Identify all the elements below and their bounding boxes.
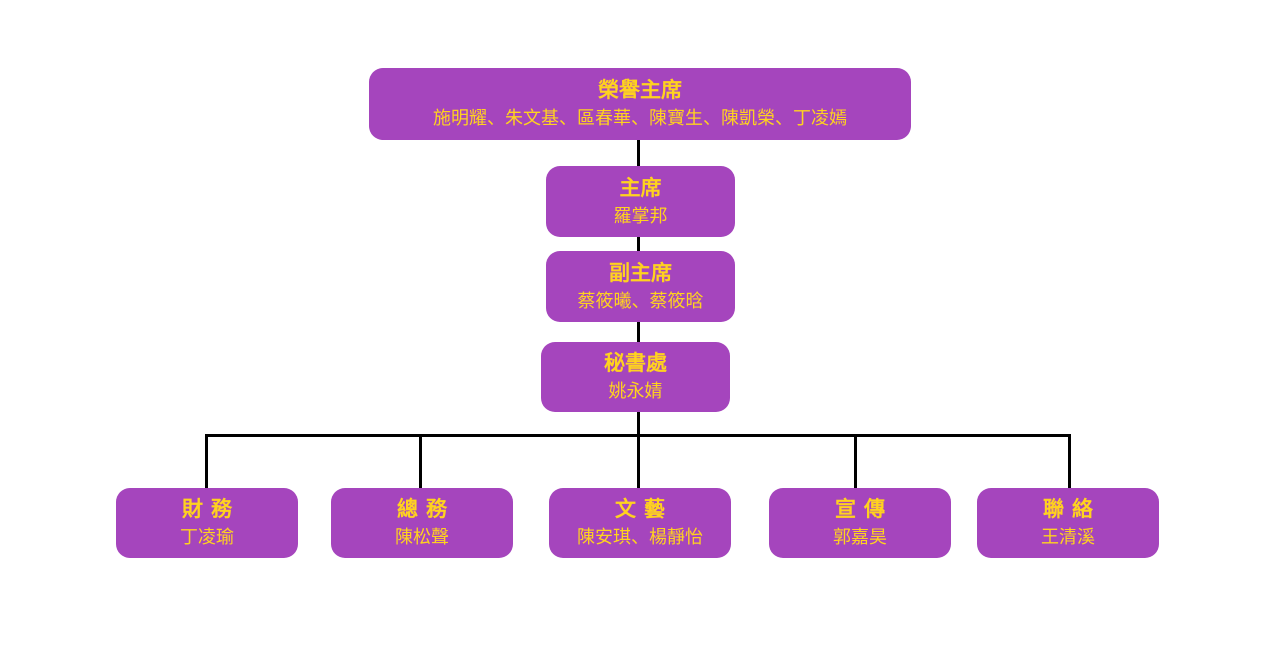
connector-chair-to-vice-chair	[637, 236, 640, 252]
honorary-chair-box: 榮譽主席 施明耀、朱文基、區春華、陳寶生、陳凱榮、丁凌嫣	[369, 68, 911, 140]
department-box-finance: 財務 丁凌瑜	[116, 488, 298, 558]
chair-names: 羅掌邦	[613, 205, 668, 227]
department-names: 王清溪	[1041, 527, 1095, 548]
vice-chair-names: 蔡筱曦、蔡筱晗	[577, 290, 704, 312]
department-title: 財務	[182, 497, 240, 521]
department-names: 陳松聲	[395, 527, 449, 548]
department-names: 陳安琪、楊靜怡	[577, 527, 703, 548]
vice-chair-title: 副主席	[609, 260, 672, 285]
department-title: 聯絡	[1043, 497, 1101, 521]
secretariat-title: 秘書處	[604, 351, 667, 375]
secretariat-names: 姚永婧	[608, 381, 663, 402]
department-box-publicity: 宣傳 郭嘉昊	[769, 488, 951, 558]
honorary-chair-names: 施明耀、朱文基、區春華、陳寶生、陳凱榮、丁凌嫣	[433, 108, 847, 129]
connector-to-finance	[205, 434, 208, 489]
department-names: 丁凌瑜	[180, 527, 234, 548]
connector-honorary-to-chair	[637, 139, 640, 167]
department-box-arts: 文藝 陳安琪、楊靜怡	[549, 488, 731, 558]
connector-to-liaison	[1068, 434, 1071, 489]
vice-chair-box: 副主席 蔡筱曦、蔡筱晗	[546, 251, 735, 322]
department-title: 總務	[397, 497, 455, 521]
honorary-chair-title: 榮譽主席	[598, 78, 682, 102]
connector-secretariat-to-bus	[637, 411, 640, 437]
department-box-general-affairs: 總務 陳松聲	[331, 488, 513, 558]
connector-to-arts	[637, 434, 640, 489]
connector-vice-chair-to-secretariat	[637, 321, 640, 343]
chair-title: 主席	[619, 175, 662, 200]
chair-box: 主席 羅掌邦	[546, 166, 735, 237]
connector-to-general-affairs	[419, 434, 422, 489]
secretariat-box: 秘書處 姚永婧	[541, 342, 730, 412]
department-title: 文藝	[615, 497, 673, 521]
department-box-liaison: 聯絡 王清溪	[977, 488, 1159, 558]
department-title: 宣傳	[835, 497, 893, 521]
department-names: 郭嘉昊	[833, 527, 887, 548]
connector-to-publicity	[854, 434, 857, 489]
